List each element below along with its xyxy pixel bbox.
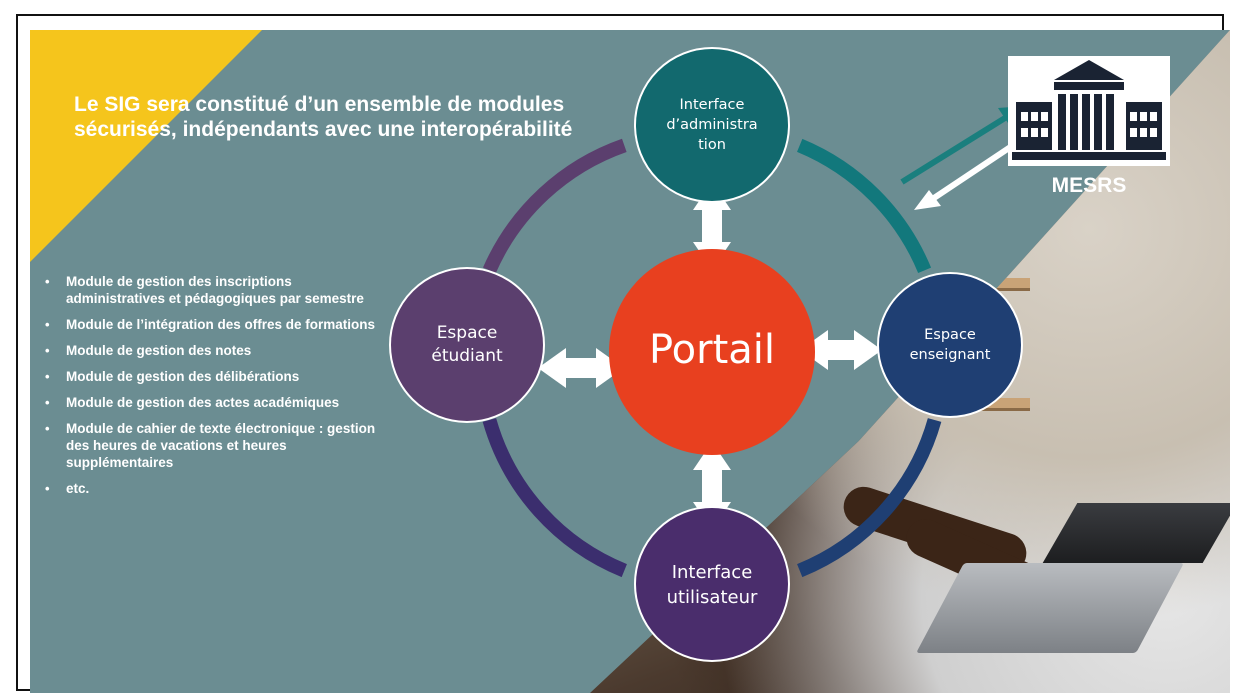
node-user-circle bbox=[634, 506, 790, 662]
node-teacher-circle bbox=[877, 272, 1023, 418]
bullet-icon: • bbox=[45, 421, 50, 436]
portal-diagram bbox=[389, 47, 1026, 662]
list-item: •etc. bbox=[45, 481, 90, 496]
node-admin-circle bbox=[634, 47, 790, 203]
node-portal-label: Portail bbox=[648, 327, 776, 373]
bullet-icon: • bbox=[45, 369, 50, 384]
arrow-left-horizontal bbox=[538, 348, 624, 388]
yellow-corner-accent bbox=[30, 30, 262, 262]
arrow-to-mesrs bbox=[900, 115, 1007, 185]
node-user-label: Interface utilisateur bbox=[666, 562, 758, 608]
list-item: •Module de l’intégration des offres de f… bbox=[45, 317, 376, 332]
node-admin-label: Interface d’administra tion bbox=[666, 97, 758, 153]
list-item: • Module de gestion des délibérations bbox=[45, 369, 300, 384]
bullet-icon: • bbox=[45, 481, 50, 496]
ring-arc-top-right bbox=[797, 138, 932, 273]
list-item: •Module de gestion des actes académiques bbox=[45, 395, 340, 410]
list-item: •Module de gestion des inscriptions admi… bbox=[45, 274, 364, 306]
node-portal-circle bbox=[609, 249, 815, 455]
arrow-top-vertical bbox=[693, 182, 731, 270]
bullet-icon: • bbox=[45, 343, 50, 358]
arrow-from-mesrs-head bbox=[914, 190, 941, 210]
list-item: •Module de gestion des notes bbox=[45, 343, 252, 358]
node-student-circle bbox=[389, 267, 545, 423]
bullet-icon: • bbox=[45, 395, 50, 410]
slide-title: Le SIG sera constitué d’un ensemble de m… bbox=[74, 93, 573, 141]
mesrs-label: MESRS bbox=[1051, 174, 1127, 197]
university-building-icon bbox=[1012, 60, 1166, 160]
ring-arc-left-top bbox=[482, 138, 627, 274]
bullet-icon: • bbox=[45, 274, 50, 289]
ring-arc-bottom-left bbox=[482, 418, 627, 578]
list-item: •Module de cahier de texte électronique … bbox=[45, 421, 376, 470]
mesrs-logo-box bbox=[1008, 56, 1170, 166]
node-teacher-label: Espace enseignant bbox=[909, 327, 991, 363]
bullet-icon: • bbox=[45, 317, 50, 332]
module-list: •Module de gestion des inscriptions admi… bbox=[42, 273, 382, 506]
arrow-right-horizontal bbox=[800, 330, 882, 370]
node-student-label: Espace étudiant bbox=[431, 323, 503, 366]
ring-arc-right-bottom bbox=[797, 418, 942, 578]
